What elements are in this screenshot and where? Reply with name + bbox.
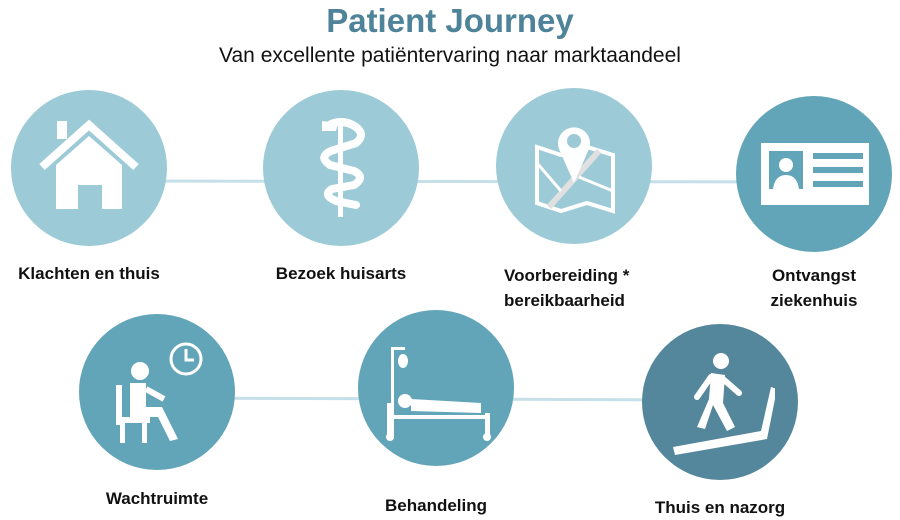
step-label: Klachten en thuis <box>18 264 160 283</box>
step-voorbereiding-circle <box>496 88 652 244</box>
rod-of-asclepius-icon <box>320 118 365 217</box>
page-title: Patient Journey <box>326 2 574 39</box>
connector-row-1 <box>88 179 815 184</box>
step-label: Wachtruimte <box>105 489 209 508</box>
step-label: Bezoek huisarts <box>275 264 407 283</box>
map-pin-icon <box>535 127 615 214</box>
waiting-room-icon <box>116 342 203 443</box>
treadmill-icon <box>673 353 775 455</box>
step-klachten-circle <box>11 90 167 246</box>
step-label-line-2: ziekenhuis <box>770 291 858 310</box>
step-wachtruimte-circle <box>79 314 235 470</box>
step-label: Behandeling <box>384 496 488 515</box>
step-label-line-1: Voorbereiding * <box>504 266 630 285</box>
house-icon <box>39 119 139 209</box>
step-behandeling-circle <box>358 310 514 466</box>
step-label: Thuis en nazorg <box>654 498 786 517</box>
step-label-line-1: Ontvangst <box>771 266 857 285</box>
hospital-bed-icon <box>386 347 491 441</box>
page-subtitle: Van excellente patiëntervaring naar mark… <box>219 44 681 67</box>
step-huisarts-circle <box>263 90 419 246</box>
step-nazorg-circle <box>642 324 798 480</box>
id-card-icon <box>761 143 869 205</box>
step-label-line-2: bereikbaarheid <box>504 291 625 310</box>
step-ontvangst-circle <box>736 96 892 252</box>
step-label: Ontvangst ziekenhuis <box>771 263 858 313</box>
step-label: Voorbereiding * bereikbaarheid <box>504 263 629 313</box>
